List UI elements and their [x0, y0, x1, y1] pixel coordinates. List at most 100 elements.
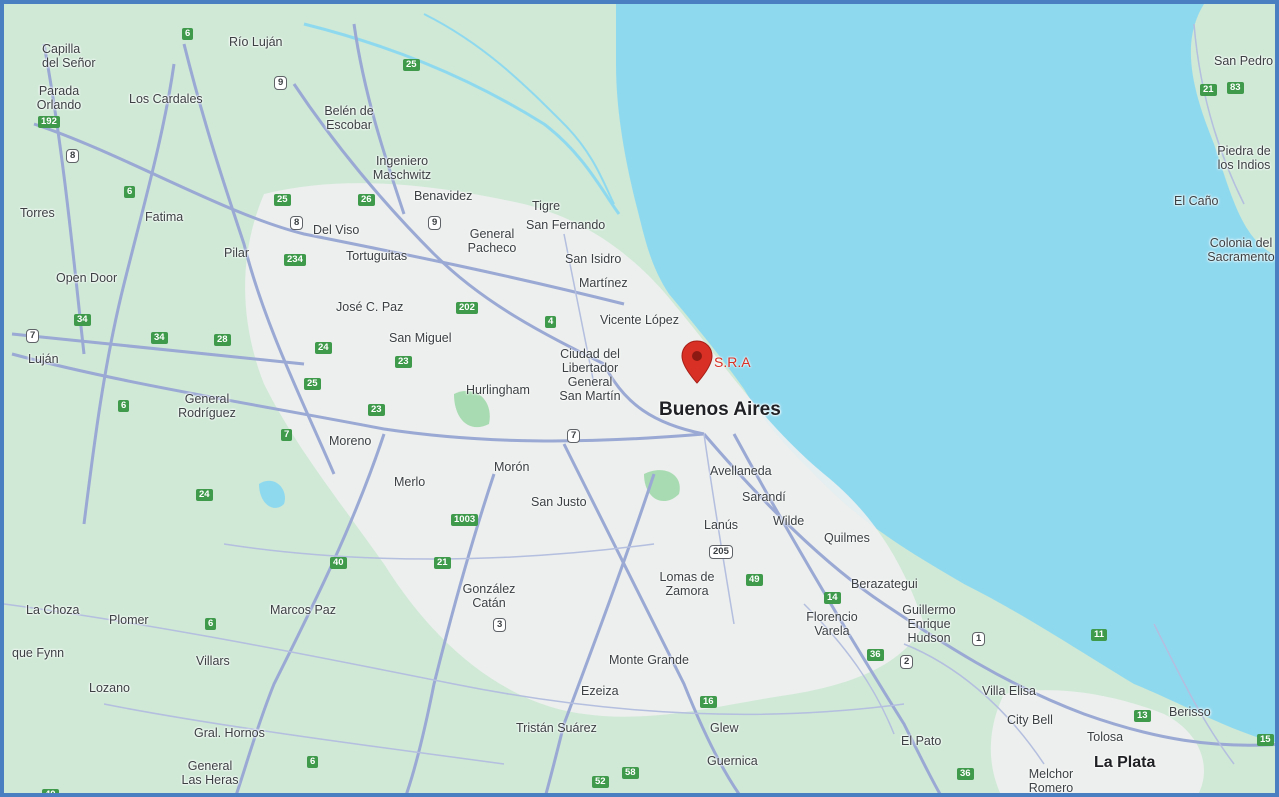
route-shield-g21a: 21 — [434, 557, 451, 569]
place-label-sanmiguel[interactable]: San Miguel — [389, 331, 452, 345]
route-shield-g36b: 36 — [957, 768, 974, 780]
place-label-lujan[interactable]: Luján — [28, 352, 59, 366]
place-label-sarandi[interactable]: Sarandí — [742, 490, 786, 504]
place-label-citybell[interactable]: City Bell — [1007, 713, 1053, 727]
place-label-melchor[interactable]: Melchor Romero — [1028, 767, 1074, 795]
place-label-josecpaz[interactable]: José C. Paz — [336, 300, 404, 314]
place-label-tristan[interactable]: Tristán Suárez — [516, 721, 597, 735]
place-label-glew[interactable]: Glew — [710, 721, 739, 735]
park — [454, 390, 490, 428]
place-label-lasheras[interactable]: General Las Heras — [181, 759, 239, 787]
route-shield-g24a: 24 — [315, 342, 332, 354]
route-shield-g23a: 23 — [395, 356, 412, 368]
route-shield-g13: 13 — [1134, 710, 1151, 722]
place-label-belen[interactable]: Belén de Escobar — [324, 104, 374, 132]
place-label-merlo[interactable]: Merlo — [394, 475, 426, 489]
route-shield-g15: 15 — [1257, 734, 1274, 746]
route-shield-w7a: 7 — [26, 329, 40, 343]
place-label-lomas[interactable]: Lomas de Zamora — [659, 570, 715, 598]
place-label-elpato[interactable]: El Pato — [901, 734, 942, 748]
route-shield-g58: 58 — [622, 767, 639, 779]
place-label-berazategui[interactable]: Berazategui — [851, 577, 918, 591]
route-shield-w2: 2 — [900, 655, 914, 669]
place-label-lanus[interactable]: Lanús — [704, 518, 739, 532]
place-label-hurlingham[interactable]: Hurlingham — [466, 383, 530, 397]
secondary-roads — [4, 23, 1245, 765]
place-label-montegrande[interactable]: Monte Grande — [609, 653, 689, 667]
place-label-plomer[interactable]: Plomer — [109, 613, 149, 627]
place-label-tolosa[interactable]: Tolosa — [1087, 730, 1124, 744]
route-shield-w7b: 7 — [567, 429, 581, 443]
place-label-moreno[interactable]: Moreno — [329, 434, 372, 448]
place-label-colonia[interactable]: Colonia del Sacramento — [1207, 236, 1275, 264]
route-shield-g6a: 6 — [182, 28, 194, 40]
place-label-pilar[interactable]: Pilar — [224, 246, 250, 260]
place-label-sanfernando[interactable]: San Fernando — [526, 218, 606, 232]
marker-label[interactable]: S.R.A — [714, 354, 751, 370]
place-label-vicentelopez[interactable]: Vicente López — [600, 313, 679, 327]
route-shield-g6e: 6 — [307, 756, 319, 768]
route-shield-g25a: 25 — [403, 59, 420, 71]
place-label-laplata[interactable]: La Plata — [1094, 754, 1156, 771]
place-label-avellaneda[interactable]: Avellaneda — [710, 464, 772, 478]
place-label-piedra[interactable]: Piedra de los Indios — [1217, 144, 1271, 172]
route-shield-w1: 1 — [972, 632, 986, 646]
place-label-wilde[interactable]: Wilde — [773, 514, 805, 528]
delta-channel — [303, 22, 621, 215]
place-label-sanpedro[interactable]: San Pedro — [1214, 54, 1274, 68]
route-shield-g26: 26 — [358, 194, 375, 206]
place-label-sanisidro[interactable]: San Isidro — [565, 252, 622, 266]
route-shield-g6c: 6 — [118, 400, 130, 412]
place-label-sanjusto[interactable]: San Justo — [531, 495, 587, 509]
place-label-capilla[interactable]: Capilla del Señor — [42, 42, 96, 70]
place-label-benavidez[interactable]: Benavidez — [414, 189, 473, 203]
route-shield-g192: 192 — [38, 116, 60, 128]
route-shield-g16: 16 — [700, 696, 717, 708]
route-shield-g4: 4 — [545, 316, 557, 328]
place-label-gonzalez[interactable]: González Catán — [462, 582, 516, 610]
place-label-lachoza[interactable]: La Choza — [26, 603, 80, 617]
place-label-pacheco[interactable]: General Pacheco — [467, 227, 517, 255]
place-label-ciudadlib[interactable]: Ciudad del Libertador General San Martín — [559, 347, 621, 403]
place-label-parada[interactable]: Parada Orlando — [36, 84, 82, 112]
route-shield-w205: 205 — [709, 545, 733, 559]
route-shield-w8b: 8 — [290, 216, 304, 230]
place-label-rioLujan[interactable]: Río Luján — [229, 35, 283, 49]
place-label-opendoor[interactable]: Open Door — [56, 271, 118, 285]
place-label-marcospaz[interactable]: Marcos Paz — [270, 603, 336, 617]
place-label-quilmes[interactable]: Quilmes — [824, 531, 870, 545]
place-label-torres[interactable]: Torres — [20, 206, 55, 220]
place-label-fatima[interactable]: Fatima — [145, 210, 184, 224]
place-label-tigre[interactable]: Tigre — [532, 199, 561, 213]
place-label-florencio[interactable]: Florencio Varela — [806, 610, 858, 638]
place-label-villars[interactable]: Villars — [196, 654, 230, 668]
route-shield-g234: 234 — [284, 254, 306, 266]
place-label-martinez[interactable]: Martínez — [579, 276, 628, 290]
place-label-cardales[interactable]: Los Cardales — [129, 92, 203, 106]
route-shield-g36a: 36 — [867, 649, 884, 661]
place-label-genrodriguez[interactable]: General Rodríguez — [178, 392, 236, 420]
route-shield-g40a: 40 — [330, 557, 347, 569]
route-shield-g6d: 6 — [205, 618, 217, 630]
place-label-berisso[interactable]: Berisso — [1169, 705, 1211, 719]
map-pin-icon[interactable] — [680, 340, 714, 384]
route-shield-g11: 11 — [1091, 629, 1108, 641]
place-label-quefynn[interactable]: que Fynn — [12, 646, 65, 660]
place-label-ingeniero[interactable]: Ingeniero Maschwitz — [372, 154, 432, 182]
place-label-ezeiza[interactable]: Ezeiza — [581, 684, 619, 698]
route-shield-g7: 7 — [281, 429, 293, 441]
route-shield-g1003: 1003 — [451, 514, 479, 526]
place-label-elcano[interactable]: El Caño — [1174, 194, 1219, 208]
place-label-delviso[interactable]: Del Viso — [313, 223, 360, 237]
place-label-gralhornos[interactable]: Gral. Hornos — [194, 726, 265, 740]
place-label-lozano[interactable]: Lozano — [89, 681, 131, 695]
place-label-tortuguitas[interactable]: Tortuguitas — [346, 249, 408, 263]
route-shield-g40b: 40 — [42, 789, 59, 793]
place-label-guillermo[interactable]: Guillermo Enrique Hudson — [902, 603, 956, 645]
place-label-guernica[interactable]: Guernica — [707, 754, 758, 768]
place-label-buenosaires[interactable]: Buenos Aires — [659, 399, 781, 420]
place-label-moron[interactable]: Morón — [494, 460, 530, 474]
place-label-villaelisa[interactable]: Villa Elisa — [982, 684, 1036, 698]
lake — [259, 480, 285, 508]
